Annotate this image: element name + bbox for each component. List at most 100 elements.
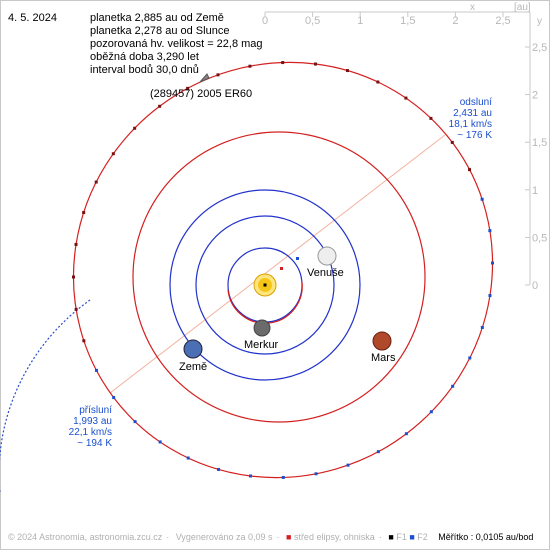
aphelion-distance: 2,431 au [453, 108, 492, 119]
footer-copyright: © 2024 Astronomia, astronomia.zcu.cz [8, 532, 163, 542]
footer: © 2024 Astronomia, astronomia.zcu.cz· Vy… [8, 532, 534, 542]
orbit-point [376, 450, 380, 454]
aphelion-speed: 18,1 km/s [448, 119, 492, 130]
orbit-point [82, 339, 86, 343]
aphelion-box: odsluní 2,431 au 18,1 km/s ~ 176 K [440, 97, 492, 141]
perihelion-box: přísluní 1,993 au 22,1 km/s ~ 194 K [60, 405, 112, 449]
orbit-point [94, 180, 98, 184]
venus-icon [317, 246, 337, 266]
y-tick-label: 1,5 [532, 137, 547, 149]
orbit-point [404, 432, 408, 436]
x-tick-label: 2 [452, 15, 458, 27]
orbit-point [429, 116, 433, 120]
orbit-point [480, 325, 484, 329]
info-line-interval: interval bodů 30,0 dnů [90, 64, 199, 76]
orbit-point [404, 96, 408, 100]
mars-icon [372, 331, 392, 351]
orbit-point [94, 368, 98, 372]
apsis-line [109, 134, 446, 394]
orbit-point [480, 197, 484, 201]
focus-f1-marker [263, 283, 267, 287]
orbit-point [249, 474, 253, 478]
x-tick-label: 0 [262, 15, 268, 27]
orbit-point [281, 61, 285, 65]
object-label: (289457) 2005 ER60 [150, 88, 253, 100]
earth-icon [183, 339, 203, 359]
orbit-point [451, 384, 455, 388]
info-line-magnitude: pozorovaná hv. velikost = 22,8 mag [90, 38, 263, 50]
orbit-point [346, 463, 350, 467]
info-line-period: oběžná doba 3,290 let [90, 51, 199, 63]
orbit-point [313, 62, 317, 66]
mercury-label: Merkur [244, 339, 279, 351]
footer-scale: Měřítko : 0,0105 au/bod [438, 532, 534, 542]
y-tick-label: 1 [532, 185, 538, 197]
orbit-point [74, 242, 78, 246]
orbit-point [112, 396, 116, 400]
orbit-point [468, 168, 472, 172]
orbit-point [468, 356, 472, 360]
venus-orbit [195, 215, 335, 355]
y-tick-label: 2,5 [532, 42, 547, 54]
mars-orbit [132, 131, 426, 423]
orbit-point [217, 467, 221, 471]
orbit-point [186, 456, 190, 460]
info-block: planetka 2,885 au od Země planetka 2,278… [90, 12, 263, 77]
asteroid-orbit-below [0, 299, 91, 494]
mars-label: Mars [371, 352, 396, 364]
footer-generated: Vygenerováno za 0,09 s [175, 532, 273, 542]
info-line-sun-distance: planetka 2,278 au od Slunce [90, 25, 230, 37]
x-tick-label: 2,5 [495, 15, 510, 27]
x-unit-label: [au] [514, 2, 531, 13]
orbit-point [133, 126, 137, 130]
orbit-point [376, 80, 380, 84]
mercury-orbit-front [227, 281, 303, 324]
mercury-icon [253, 319, 271, 337]
y-tick-label: 2 [532, 90, 538, 102]
orbit-point [111, 152, 115, 156]
orbit-point [281, 475, 285, 479]
orbit-point [158, 104, 162, 108]
orbit-point [133, 420, 137, 424]
x-axis-letter: x [470, 2, 475, 13]
x-tick-label: 1 [357, 15, 363, 27]
orbit-point [158, 440, 162, 444]
f1-marker-icon: ■ [388, 532, 394, 542]
orbit-point [488, 229, 492, 233]
aphelion-title: odsluní [459, 97, 492, 108]
footer-f1: F1 [396, 532, 407, 542]
footer-center-legend: střed elipsy, ohniska [293, 532, 375, 542]
perihelion-distance: 1,993 au [73, 416, 112, 427]
info-line-earth-distance: planetka 2,885 au od Země [90, 12, 224, 24]
orbit-point [74, 307, 78, 311]
orbit-point [82, 211, 86, 215]
y-tick-label: 0,5 [532, 232, 547, 244]
orbit-point [450, 140, 454, 144]
y-tick-label: 0 [532, 280, 538, 292]
perihelion-title: přísluní [79, 405, 112, 416]
date-label: 4. 5. 2024 [8, 12, 57, 24]
orbit-point [186, 86, 190, 90]
orbit-point [314, 472, 318, 476]
orbit-point [490, 261, 494, 265]
orbit-point [488, 294, 492, 298]
x-tick-label: 0,5 [305, 15, 320, 27]
orbit-point [72, 275, 76, 279]
orbit-points [72, 61, 494, 479]
orbit-point [345, 69, 349, 73]
y-axis-letter: y [537, 16, 542, 27]
footer-f2: F2 [417, 532, 428, 542]
center-marker-icon: ■ [285, 532, 292, 542]
orbit-point [429, 410, 433, 414]
aphelion-temperature: ~ 176 K [457, 130, 492, 141]
focus-f2-marker [296, 257, 299, 260]
venus-label: Venuše [307, 267, 344, 279]
asteroid-icon [199, 73, 210, 83]
perihelion-speed: 22,1 km/s [68, 427, 112, 438]
earth-label: Země [179, 361, 208, 373]
ellipse-center-marker [280, 267, 283, 270]
